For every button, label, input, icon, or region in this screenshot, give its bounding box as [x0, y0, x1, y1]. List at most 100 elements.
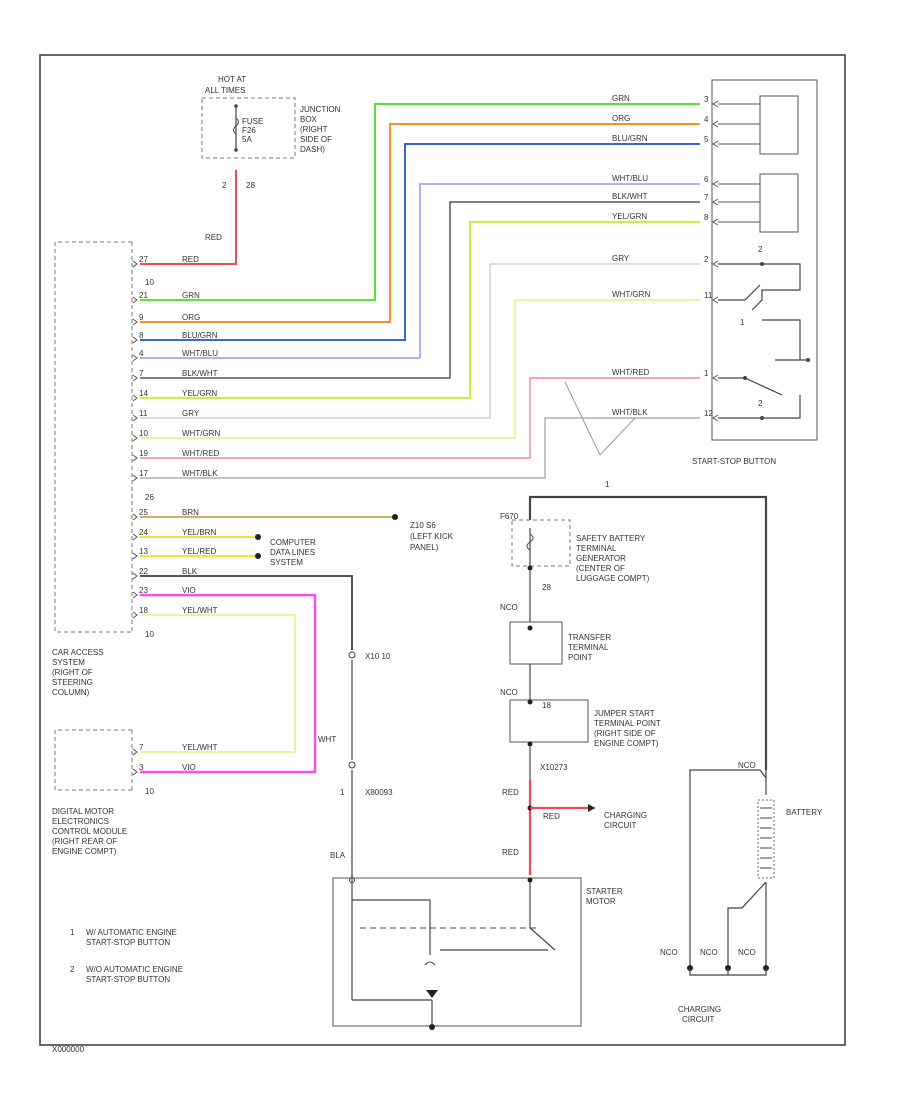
note-1-num: 1 [70, 928, 75, 937]
battery-x-id: X10273 [540, 763, 568, 772]
wire-red-label-4: RED [543, 812, 560, 821]
splice-id: X10 10 [365, 652, 391, 661]
cas-pin-4: 4 [139, 349, 144, 358]
cas-pin-13: 13 [139, 547, 148, 556]
fuse-amps: 5A [242, 135, 252, 144]
cas-pin-marker [132, 374, 138, 382]
cas-pin-10: 10 [139, 429, 148, 438]
button-wire-color: BLK/WHT [612, 192, 648, 201]
cas-label-4: STEERING [52, 678, 93, 687]
cas-pin-21: 21 [139, 291, 148, 300]
dme-label-2: ELECTRONICS [52, 817, 109, 826]
button-wire-color: GRN [612, 94, 630, 103]
dme-pin-marker [132, 748, 138, 756]
computer-label-2: DATA LINES [270, 548, 315, 557]
button-pin-8: 8 [704, 213, 709, 222]
cas-pin-23: 23 [139, 586, 148, 595]
splice-ground: X80093 [365, 788, 393, 797]
cas-wire-color: BLK [182, 567, 198, 576]
cas-pin-marker [132, 591, 138, 599]
safety-pin-2: 28 [542, 583, 551, 592]
button-pin-12: 12 [704, 409, 713, 418]
jumper-label-4: ENGINE COMPT) [594, 739, 659, 748]
button-pin-marker [712, 218, 719, 226]
cas-pin-19: 19 [139, 449, 148, 458]
button-pin-marker [712, 120, 719, 128]
jb-line-1: JUNCTION [300, 105, 341, 114]
cas-pin-marker [132, 318, 138, 326]
wire-wht-blu [140, 183, 700, 359]
wire-wht-red [140, 377, 700, 459]
cas-pin-25: 25 [139, 508, 148, 517]
button-pin-layer: 3GRN4ORG5BLU/GRN6WHT/BLU7BLK/WHT8YEL/GRN… [612, 94, 719, 422]
wire-vio [140, 593, 317, 774]
button-pin-6: 6 [704, 175, 709, 184]
charging-wire-2: NCO [700, 948, 718, 957]
button-pin-marker [712, 296, 719, 304]
fuse-id: F26 [242, 126, 256, 135]
button-pin-marker [712, 180, 719, 188]
dme-wire-color: YEL/WHT [182, 743, 218, 752]
cas-pin-8: 8 [139, 331, 144, 340]
cas-pin-marker [132, 336, 138, 344]
cas-pin-marker [132, 354, 138, 362]
wire-yel-wht [140, 614, 296, 753]
jb-line-3: (RIGHT [300, 125, 328, 134]
cas-pin-27: 27 [139, 255, 148, 264]
button-wire-color: ORG [612, 114, 630, 123]
cas-pin-17: 17 [139, 469, 148, 478]
button-pin-marker [712, 260, 719, 268]
fuse-label: FUSE [242, 117, 263, 126]
splice-pin: 1 [340, 788, 345, 797]
cas-connector-mid: 26 [145, 493, 154, 502]
cas-pin-22: 22 [139, 567, 148, 576]
dme-connector-bot: 10 [145, 787, 154, 796]
safety-label-5: LUGGAGE COMPT) [576, 574, 650, 583]
wire-wht-grn [140, 299, 700, 439]
switch-ref-2b: 2 [758, 399, 763, 408]
cas-pin-marker [132, 394, 138, 402]
button-wire-color: BLU/GRN [612, 134, 648, 143]
cas-pin-14: 14 [139, 389, 148, 398]
dme-label-3: CONTROL MODULE [52, 827, 127, 836]
charging-bot-1: CHARGING [678, 1005, 721, 1014]
cas-pin-marker [132, 572, 138, 580]
car-access-system: 10 26 10 CAR ACCESS SYSTEM (RIGHT OF STE… [52, 241, 154, 697]
cas-label-5: COLUMN) [52, 688, 90, 697]
cas-pin-marker [132, 454, 138, 462]
hot-at-label-2: ALL TIMES [205, 86, 245, 95]
note-1-text2: START-STOP BUTTON [86, 938, 170, 947]
jb-line-5: DASH) [300, 145, 325, 154]
cas-wire-color: GRY [182, 409, 200, 418]
dme-label-4: (RIGHT REAR OF [52, 837, 117, 846]
button-pin-1: 1 [704, 369, 709, 378]
dme-pin-marker [132, 768, 138, 776]
charging-top-2: CIRCUIT [604, 821, 637, 830]
cas-label-3: (RIGHT OF [52, 668, 93, 677]
charging-bot-2: CIRCUIT [682, 1015, 715, 1024]
computer-label-3: SYSTEM [270, 558, 303, 567]
ground-z10-id: Z10 S6 [410, 521, 436, 530]
battery-wire: NCO [738, 761, 756, 770]
wire-blk-wht [140, 201, 700, 379]
cas-wire-color: BRN [182, 508, 199, 517]
transfer-label-3: POINT [568, 653, 593, 662]
jumper-pin: 18 [542, 701, 551, 710]
starter-label-1: STARTER [586, 887, 623, 896]
jb-line-2: BOX [300, 115, 318, 124]
charging-wire-3: NCO [738, 948, 756, 957]
starter-label-2: MOTOR [586, 897, 616, 906]
cas-wire-color: VIO [182, 586, 196, 595]
button-pin-marker [712, 198, 719, 206]
wire-gry [140, 263, 700, 419]
cas-pin-marker [132, 296, 138, 304]
cas-pin-marker [132, 552, 138, 560]
wire-grn [140, 103, 700, 301]
cas-pin-24: 24 [139, 528, 148, 537]
cas-pin-marker [132, 414, 138, 422]
wire-red-label: RED [205, 233, 222, 242]
dme-module: 10 DIGITAL MOTOR ELECTRONICS CONTROL MOD… [52, 729, 154, 856]
